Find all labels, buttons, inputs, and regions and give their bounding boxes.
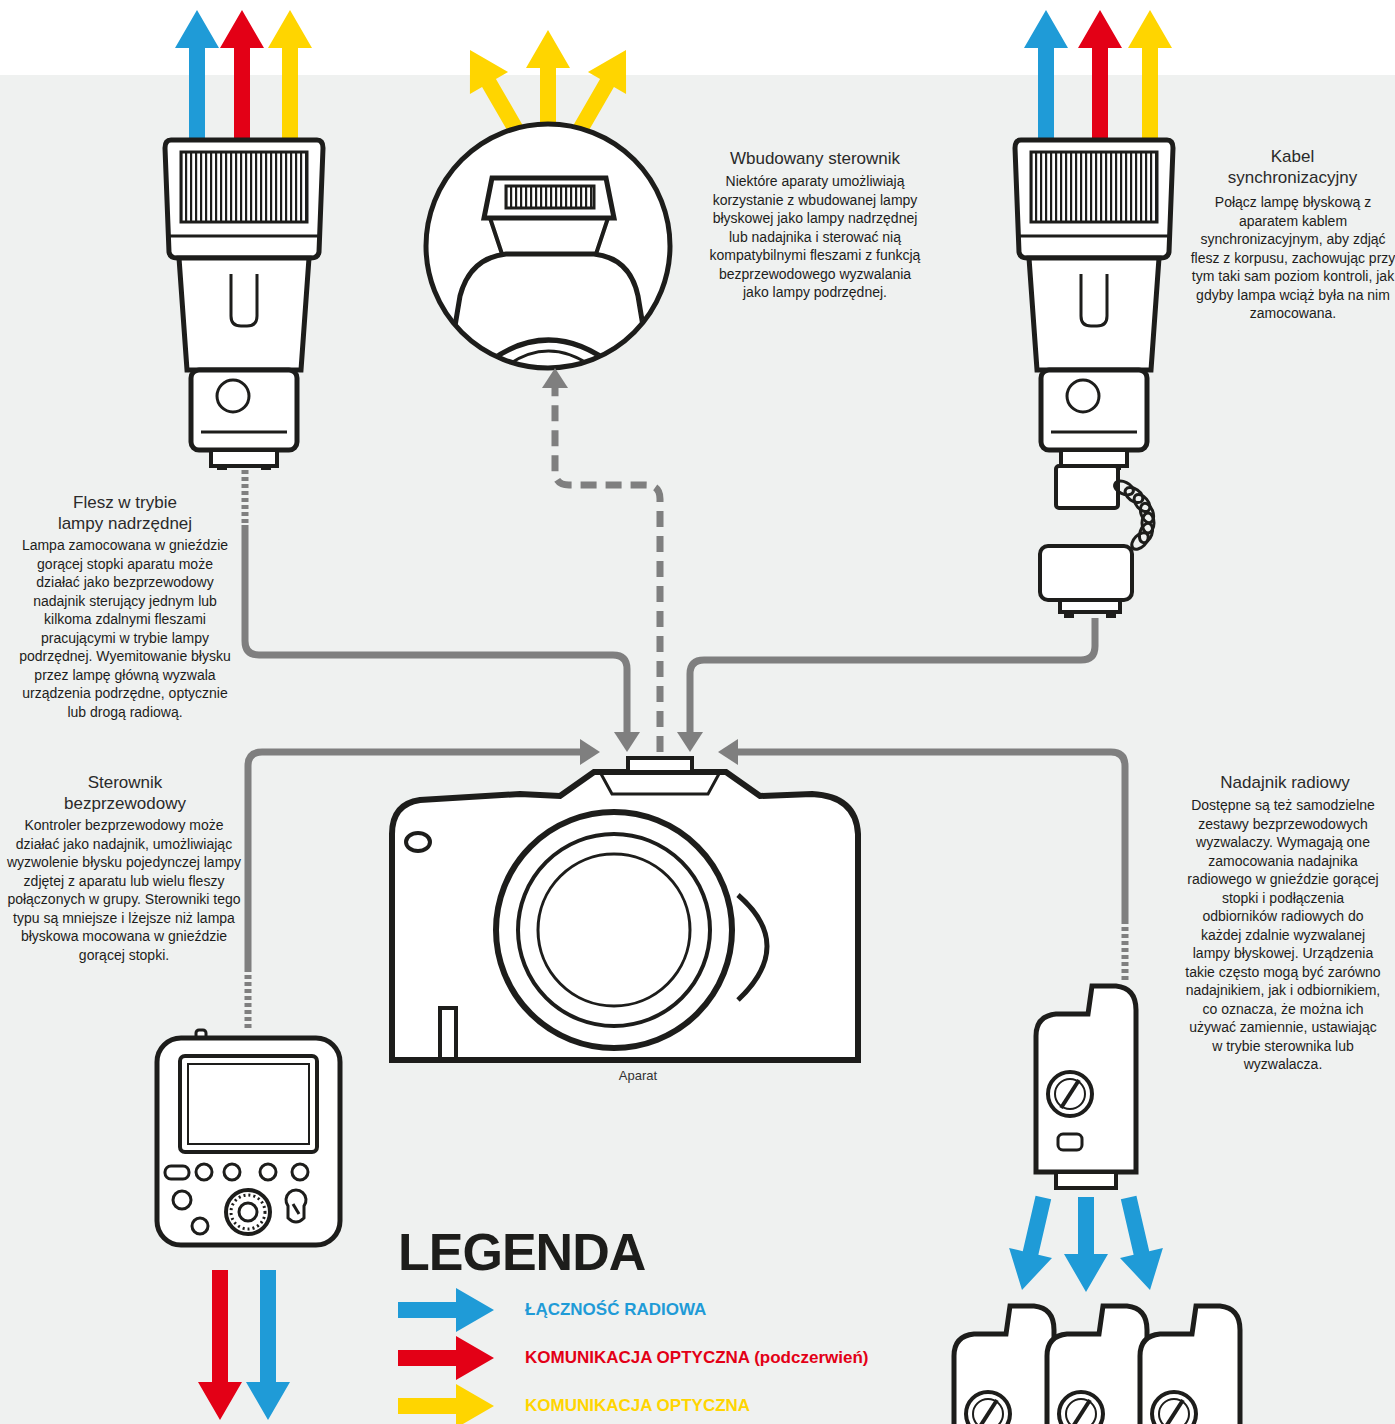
sync-cable-node: Kabel synchronizacyjnyPołącz lampę błysk… (1012, 136, 1177, 618)
connector-line (690, 618, 1095, 734)
infrared-signal-arrow (198, 1270, 242, 1420)
radio-receiver (1140, 1306, 1240, 1424)
radio-signal-arrow (246, 1270, 290, 1420)
connector-line (1122, 920, 1129, 980)
node-description: Kontroler bezprzewodowy może działać jak… (6, 816, 242, 964)
connector-line (736, 752, 1125, 920)
node-description: Dostępne są też samodzielne zestawy bezp… (1183, 796, 1383, 1074)
legend-swatches (398, 1288, 494, 1424)
builtin-controller-node: Wbudowany sterownikNiektóre aparaty umoż… (426, 124, 670, 368)
controller-button (165, 1166, 189, 1179)
arrow-head (614, 732, 640, 752)
connector-line (245, 968, 252, 1028)
sync-shoe-pin (1064, 612, 1074, 618)
legend-arrow-swatch (398, 1288, 494, 1332)
node-heading: Kabel synchronizacyjny (1215, 146, 1370, 188)
legend-arrow-swatch (398, 1336, 494, 1380)
connector-arrow (248, 739, 600, 1028)
radio-receiver (1047, 1306, 1147, 1424)
node-description: Niektóre aparaty umożliwiają korzystanie… (707, 172, 923, 302)
controller-button (192, 1218, 208, 1234)
controller-dial-center (239, 1203, 257, 1221)
controller-switch (286, 1190, 306, 1222)
connector-line (242, 470, 249, 525)
legend-text: KOMUNIKACJA OPTYCZNA (525, 1395, 750, 1417)
legend-text: KOMUNIKACJA OPTYCZNA (podczerwień) (525, 1347, 868, 1369)
popup-flash-window (506, 186, 594, 208)
popup-hinge (490, 218, 608, 254)
camera-lamp (406, 833, 430, 851)
hot-shoe (628, 758, 692, 772)
controller-switch-slot (293, 1204, 299, 1214)
legend-arrow-swatch (398, 1384, 494, 1424)
legend-text: ŁĄCZNOŚĆ RADIOWA (525, 1299, 706, 1321)
sync-shoe (1060, 600, 1120, 612)
radio-signal-arrow (1001, 1192, 1065, 1294)
master-flash-node: Flesz w trybie lampy nadrzędnejLampa zam… (160, 136, 330, 470)
sync-plug (1040, 546, 1132, 600)
sync-shoe-pin (1106, 612, 1116, 618)
controller-button (173, 1191, 191, 1209)
radio-signal-arrow (1064, 1197, 1108, 1292)
node-description: Lampa zamocowana w gnieździe gorącej sto… (17, 536, 233, 721)
arrow-head (677, 732, 703, 752)
node-label: Aparat (588, 1068, 688, 1084)
controller-dial (226, 1190, 270, 1234)
connector-arrow (677, 618, 1095, 752)
controller-dial-ticks (231, 1195, 265, 1229)
controller-button (292, 1164, 308, 1180)
arrow-head (580, 739, 600, 765)
radio-receiver (954, 1306, 1054, 1424)
radio-transmitter (1036, 986, 1136, 1188)
connector-line (555, 386, 660, 752)
arrow-head (542, 368, 568, 388)
controller-button (196, 1164, 212, 1180)
node-heading: Flesz w trybie lampy nadrzędnej (50, 492, 200, 534)
connector-arrow (542, 368, 660, 752)
controller-screen-inner (188, 1064, 309, 1144)
coiled-cable (1112, 478, 1156, 552)
lens-glass (538, 854, 690, 1006)
radio-transmitter-node: Nadajnik radiowyDostępne są też samodzie… (1030, 980, 1140, 1190)
builtin-flash-detail (446, 178, 652, 380)
master-flash (165, 140, 323, 470)
popup-flash-housing (484, 178, 614, 218)
connector-line (245, 525, 627, 734)
controller-body (157, 1038, 340, 1245)
circle-border (426, 124, 670, 368)
sync-adapter (1056, 466, 1118, 508)
node-heading: Sterownik bezprzewodowy (50, 772, 200, 814)
controller-button (224, 1164, 240, 1180)
camera-node: Aparat (388, 752, 860, 1090)
lens-outer (496, 812, 732, 1048)
camera-grip-detail (440, 1008, 456, 1060)
connector-arrow (245, 470, 640, 752)
lens-top (468, 340, 630, 380)
background-panel (0, 75, 1395, 1424)
node-heading: Nadajnik radiowy (1180, 772, 1390, 793)
camera-prism-line (600, 772, 720, 794)
connector-line (248, 752, 582, 968)
off-camera-flash (1015, 140, 1173, 470)
lens-release (738, 895, 767, 1000)
connector-arrow (718, 739, 1125, 980)
lens-ring (518, 834, 710, 1026)
controller-screen (180, 1056, 317, 1152)
circle-outline (426, 124, 670, 368)
arrow-head (718, 739, 738, 765)
legend-heading: LEGENDA (398, 1222, 645, 1282)
camera-prism (446, 254, 652, 380)
radio-signal-arrow (1107, 1192, 1171, 1294)
controller-button (260, 1164, 276, 1180)
node-heading: Wbudowany sterownik (705, 148, 925, 169)
wireless-controller-node: Sterownik bezprzewodowyKontroler bezprze… (155, 1028, 345, 1248)
node-description: Połącz lampę błyskową z aparatem kablem … (1188, 193, 1395, 323)
camera-body (392, 772, 858, 1060)
